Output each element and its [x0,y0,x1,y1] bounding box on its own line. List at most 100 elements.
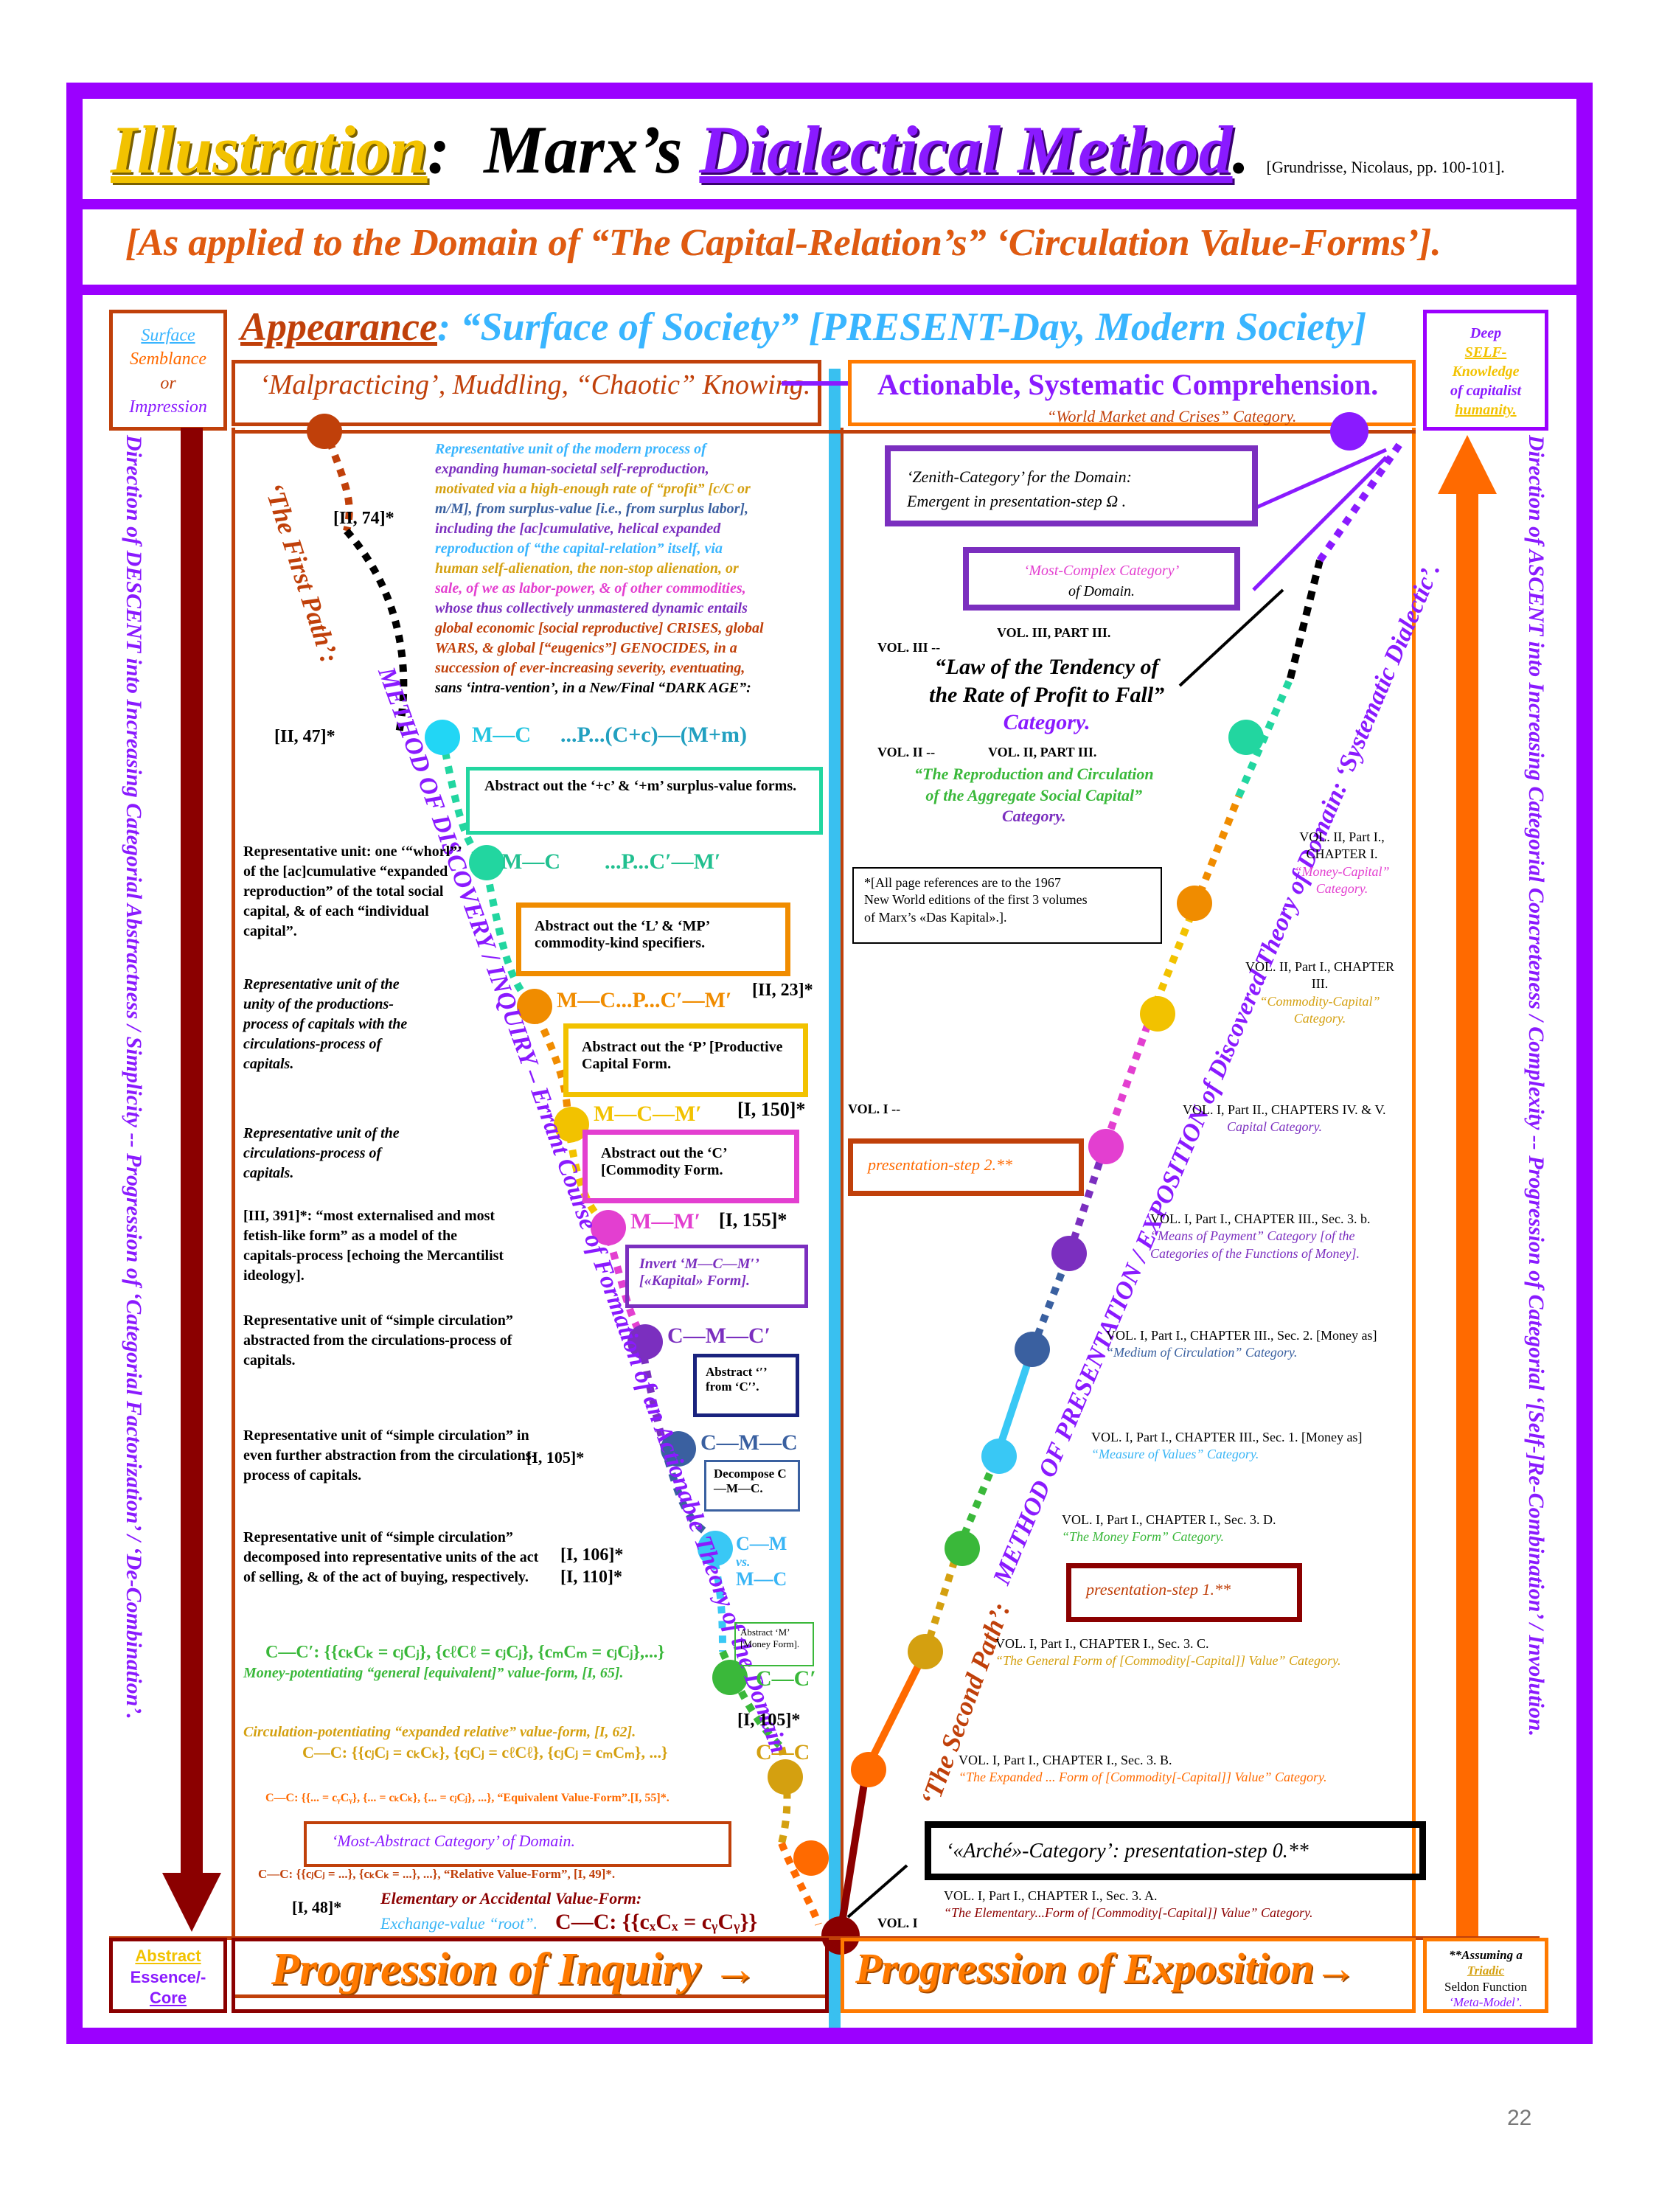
cat-head: VOL. I, Part I., CHAPTER III., Sec. 1. [… [1091,1430,1363,1444]
cat-medium-of-circulation: VOL. I, Part I., CHAPTER III., Sec. 2. [… [1106,1327,1416,1362]
surface-semblance-box: Surface Semblance or Impression [109,310,227,431]
cat-expanded-form: VOL. I, Part I., CHAPTER I., Sec. 3. B. … [959,1752,1416,1787]
world-market-text: “World Market and Crises” Category. [1047,407,1297,425]
formula-2: M—C...P...C′—M′ [501,849,720,874]
outer-frame [66,83,1593,2044]
formula-2b: ...P...C′—M′ [604,849,721,874]
left-unit-3: Representative unit of the circulations-… [243,1125,400,1181]
note-line1: *[All page references are to the 1967 [864,875,1061,890]
cat-elementary-form: VOL. I, Part I., CHAPTER I., Sec. 3. A. … [944,1888,1416,1922]
formula-8: C—M vs. M—C [736,1533,787,1590]
cat-head: VOL. I, Part I., CHAPTER I., Sec. 3. D. [1062,1512,1276,1527]
ref-i-105: [I, 105]* [526,1448,585,1467]
intro-line: WARS, & global [“eugenics”] GENOCIDES, i… [435,640,737,656]
relative-formula: C—C: {{cⱼCⱼ = ...}, {cₖCₖ = ...}, ...}, … [258,1867,616,1881]
intro-line: sale, of we as labor-power, & of other c… [435,580,746,597]
formula-1: M—C...P...(C+c)—(M+m) [472,723,747,748]
main-right-panel [841,428,1416,1998]
knowing-right-box [848,360,1416,426]
abstract-label: Abstract [135,1947,201,1965]
vol2-line2: of the Aggregate Social Capital” [925,785,1143,804]
note-line3: of Marx’s «Das Kapital».]. [864,909,1007,925]
impression-label: Impression [129,397,207,417]
intro-line: human self-alienation, the non-stop alie… [435,560,739,577]
deep-self-knowledge-box: Deep SELF- Knowledge of capitalist human… [1423,310,1548,431]
abstract-box-3-text: Abstract out the ‘P’ [Productive Capital… [582,1039,783,1072]
vol2-part: VOL. II, PART III. [988,745,1097,759]
vol3-law: “Law of the Tendency of the Rate of Prof… [929,653,1164,737]
exposition-box [841,1938,1416,2013]
self-label: SELF- [1464,344,1507,361]
cat-head: VOL. I, Part I., CHAPTER III., Sec. 3. b… [1150,1211,1371,1226]
zenith-box: ‘Zenith-Category’ for the Domain: Emerge… [885,445,1258,526]
subtitle-box [83,209,1576,295]
root-formula: C—C: {{cₓCₓ = cᵧCᵧ}} [555,1910,758,1934]
vol1-label: VOL. I -- [848,1102,901,1116]
formula-3: M—C...P...C′—M′ [557,988,732,1012]
exchange-label: Exchange-value “root”. [380,1914,538,1933]
appearance-line: Appearance: “Surface of Society” [PRESEN… [240,304,1366,349]
abstract-box-8-text: Abstract ‘M’ [Money Form]. [740,1627,800,1649]
cat-label: “The Expanded ... Form of [Commodity[-Ca… [959,1770,1327,1785]
or-label: or [160,373,176,393]
cat-head: VOL. I, Part I., CHAPTER I., Sec. 3. C. [995,1636,1209,1651]
vol3-law3: Category. [1003,710,1091,734]
main-left-panel [232,428,844,1998]
step2-box: presentation-step 2.** [848,1138,1084,1196]
knowing-right-text: Actionable, Systematic Comprehension. [877,368,1379,401]
left-unit-6: Representative unit of “simple circulati… [243,1427,537,1484]
abstract-box-4-text: Abstract out the ‘C’ [Commodity Form. [601,1145,727,1178]
formula-8b: vs. [736,1554,751,1569]
most-abstract-text: ‘Most-Abstract Category’ of Domain. [332,1832,575,1850]
subtitle: [As applied to the Domain of “The Capita… [125,221,1441,265]
formula-9: C—C′ [756,1666,816,1691]
assumption-box: **Assuming a Triadic Seldon Function ‘Me… [1423,1938,1548,2013]
vol2-line3: Category. [1002,807,1066,826]
cat-head: VOL. I, Part I., CHAPTER III., Sec. 2. [… [1106,1328,1377,1343]
formula-6: C—M—C′ [667,1324,771,1348]
exchange-row: Exchange-value “root”. C—C: {{cₓCₓ = cᵧC… [380,1910,757,1935]
cat-head: VOL. I, Part I., CHAPTER I., Sec. 3. A. [944,1888,1158,1903]
cat-label: “The Elementary...Form of [Commodity[-Ca… [944,1905,1313,1921]
cat-head: VOL. I, Part I., CHAPTER I., Sec. 3. B. [959,1753,1172,1767]
abstract-box-3: Abstract out the ‘P’ [Productive Capital… [563,1023,808,1097]
core-label: Core [149,1989,187,2008]
zenith-line2: Emergent in presentation-step Ω . [907,492,1127,510]
ref-ii-74: [II, 74]* [333,509,394,528]
formula-7: C—M—C [700,1430,798,1455]
ref-i-150: [I, 150]* [737,1099,806,1120]
left-unit-1: Representative unit: one ‘“whorl”’ of th… [243,844,462,939]
abstract-box-8: Abstract ‘M’ [Money Form]. [734,1622,814,1666]
left-unit-7: Representative unit of “simple circulati… [243,1529,539,1585]
vol2-line1: “The Reproduction and Circulation [914,765,1154,783]
descent-arrow [162,428,221,1932]
intro-line: Representative unit of the modern proces… [435,441,706,457]
ref-i-155: [I, 155]* [719,1209,787,1231]
abstract-box-2: Abstract out the ‘L’ & ‘MP’ commodity-ki… [516,902,790,976]
semblance-label: Semblance [130,349,206,369]
essence-label: Essence/- [130,1967,206,1986]
intro-line: sans ‘intra-vention’, in a New/Final “DA… [435,680,751,696]
assume-line1: **Assuming a [1449,1948,1523,1962]
intro-line: succession of ever-increasing severity, … [435,660,745,676]
vol3-law2: the Rate of Profit to Fall” [929,682,1165,707]
page-title: Illustration: Marx’s Dialectical Method.… [111,111,1505,189]
zenith-line1: ‘Zenith-Category’ for the Domain: [907,467,1132,486]
ref-i-48: [I, 48]* [292,1898,342,1916]
appearance-text: : “Surface of Society” [PRESENT-Day, Mod… [437,305,1367,349]
formula-8a: C—M [736,1533,787,1554]
ref-ii-23: [II, 23]* [752,981,813,1000]
abstract-box-2-text: Abstract out the ‘L’ & ‘MP’ commodity-ki… [535,918,709,951]
cat-capital: VOL. I, Part II., CHAPTERS IV. & V. Capi… [1183,1102,1419,1136]
intro-line: including the [ac]cumulative, helical ex… [435,521,721,537]
vol3-vol: VOL. III -- [877,640,941,655]
abstract-box-5-text: Invert ‘M—C—M′’ [«Kapital» Form]. [639,1256,759,1289]
most-abstract-box: ‘Most-Abstract Category’ of Domain. [304,1821,731,1867]
title-colon: : [427,112,451,187]
elementary-label: Elementary or Accidental Value-Form: [380,1889,642,1907]
vol2-block: “The Reproduction and Circulation of the… [914,764,1154,827]
page-number: 22 [1507,2106,1532,2130]
appearance-label: Appearance [240,305,437,349]
cat-head: VOL. II, Part I., CHAPTER III. [1245,959,1394,992]
